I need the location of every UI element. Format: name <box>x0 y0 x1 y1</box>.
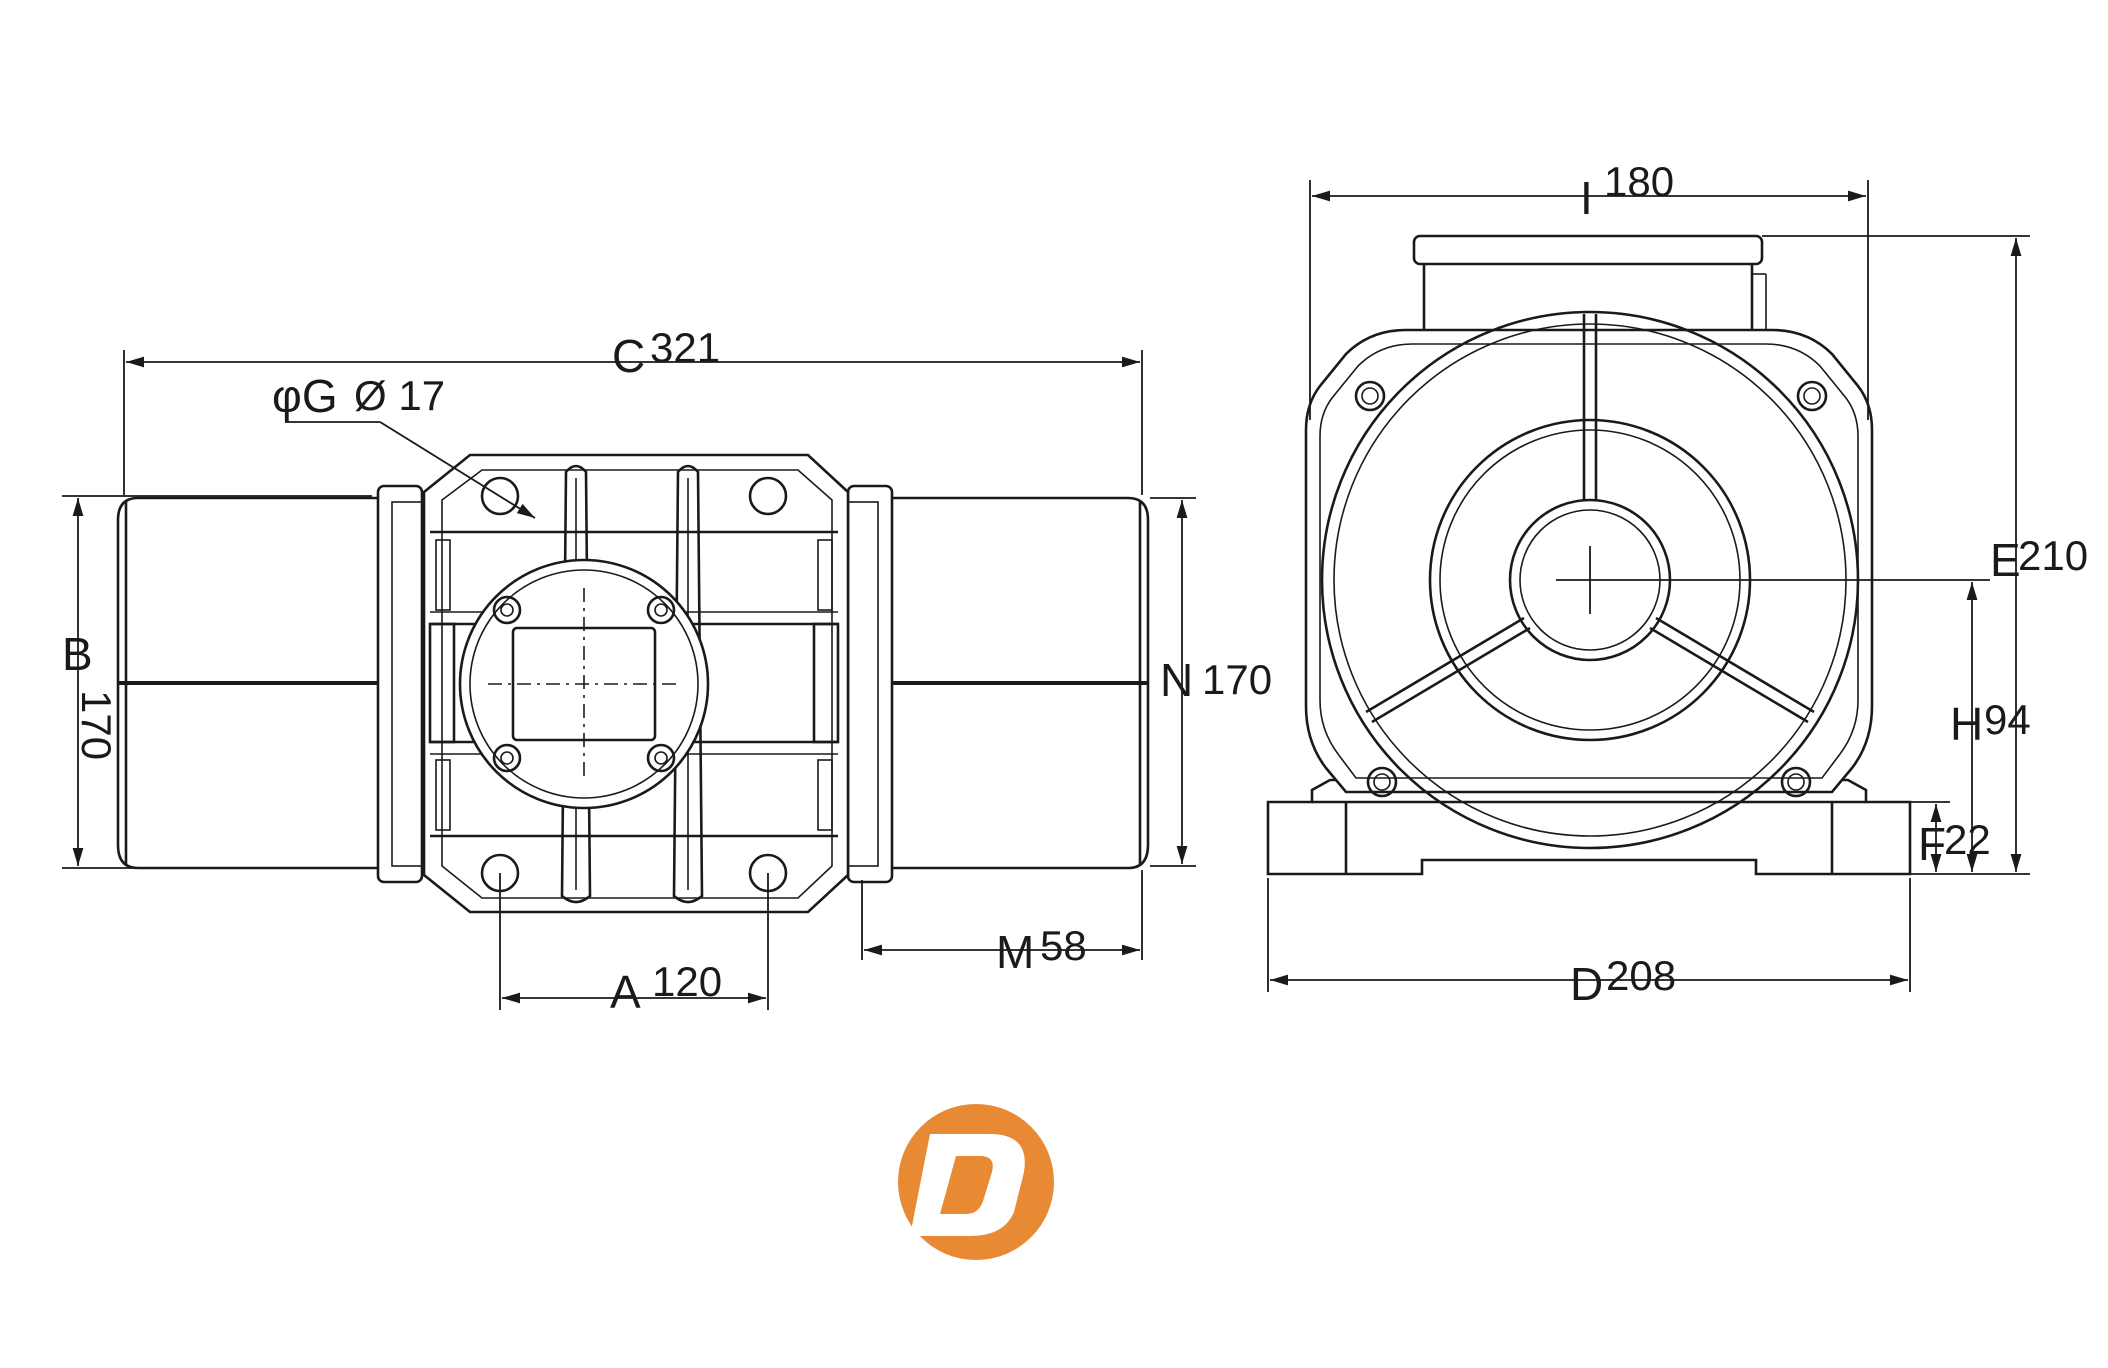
dim-E-label: E <box>1990 534 2021 586</box>
dim-G-value: Ø 17 <box>354 372 445 419</box>
dim-M-value: 58 <box>1040 922 1087 969</box>
dim-E-value: 210 <box>2018 532 2088 579</box>
end-view <box>1266 234 1912 876</box>
dim-I-label: I <box>1580 172 1593 224</box>
dim-H-label: H <box>1950 698 1983 750</box>
dim-I-value: 180 <box>1604 158 1674 205</box>
dim-G-label: φG <box>272 370 338 422</box>
dim-A-label: A <box>610 966 641 1018</box>
dim-M-label: M <box>996 926 1034 978</box>
dim-N-label: N <box>1160 654 1193 706</box>
dim-B-value: 170 <box>73 690 120 760</box>
guard-spokes <box>1365 314 1815 724</box>
dim-C-value: 321 <box>650 324 720 371</box>
side-dimensions: C 321 φG Ø 17 B 170 N 170 M 58 A 120 <box>62 324 1272 1018</box>
dim-F-value: 22 <box>1944 816 1991 863</box>
dim-B-label: B <box>62 628 93 680</box>
end-dimensions: I 180 E 210 H 94 F 22 D 208 <box>1267 158 2088 1010</box>
brand-logo <box>898 1104 1054 1260</box>
cover-bolts <box>492 595 676 773</box>
dim-N-value: 170 <box>1202 656 1272 703</box>
dim-F-label: F <box>1918 818 1946 870</box>
side-view <box>116 453 1150 914</box>
dim-H-value: 94 <box>1984 696 2031 743</box>
dim-A-value: 120 <box>652 958 722 1005</box>
dim-C-label: C <box>612 330 645 382</box>
dim-D-value: 208 <box>1606 952 1676 999</box>
dim-D-label: D <box>1570 958 1603 1010</box>
